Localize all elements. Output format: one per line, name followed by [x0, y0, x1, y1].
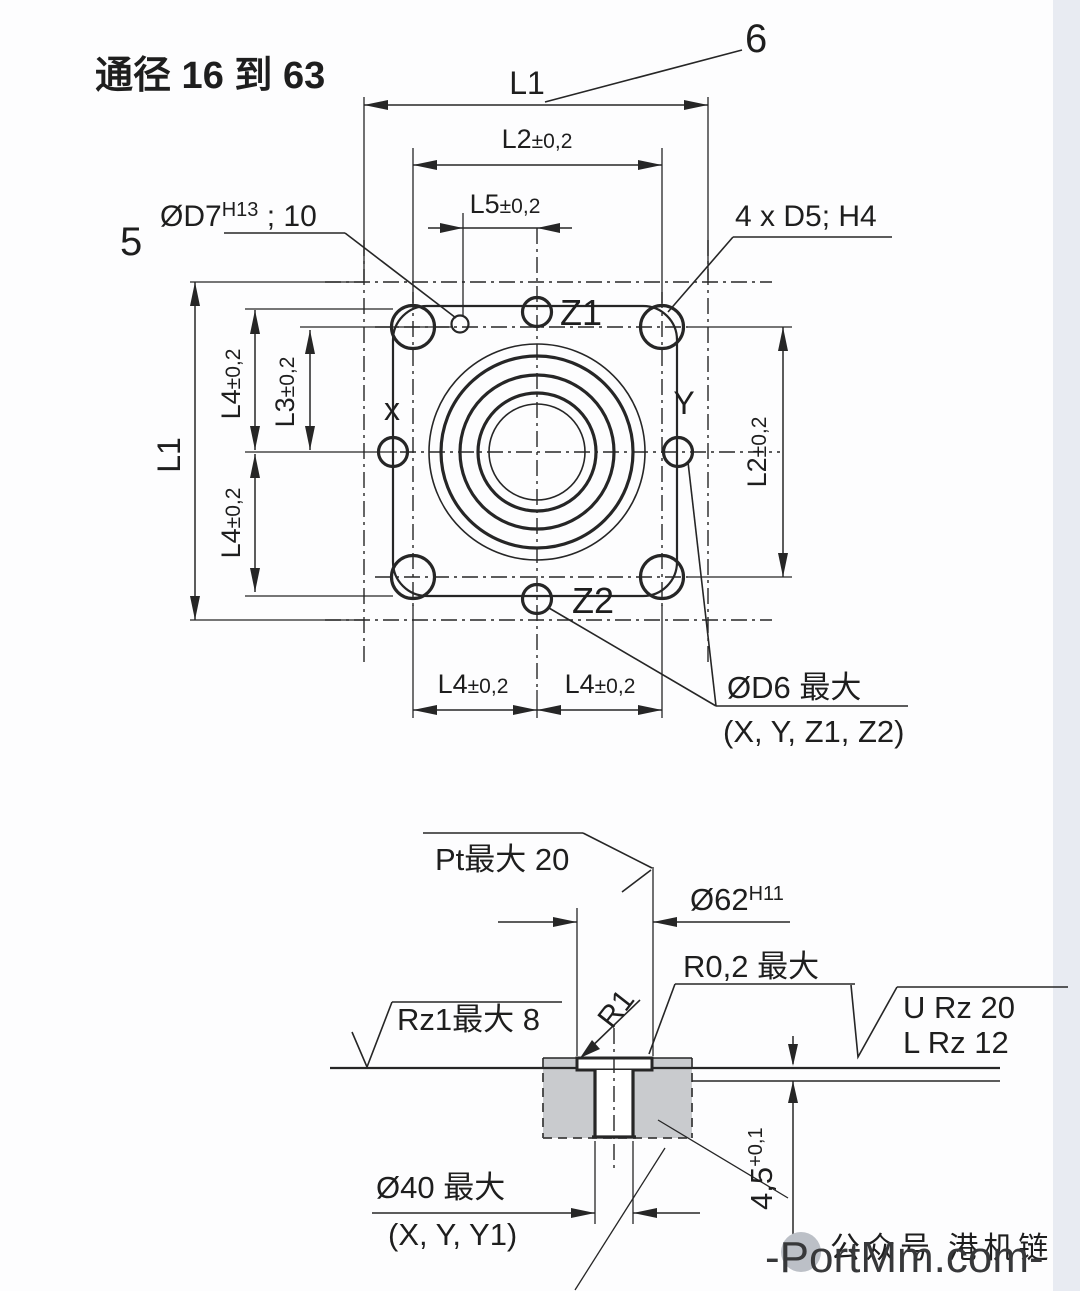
d5-callout-label: 4 x D5; H4 — [735, 200, 877, 233]
dim-l4-bottom-right-label: L4±0,2 — [565, 669, 636, 699]
depth-dim-label: 4,5+0,1 — [744, 1127, 779, 1210]
rz1-callout-label: Rz1最大 8 — [397, 1002, 540, 1037]
dim-l1-top-label: L1 — [509, 65, 545, 101]
pt-callout-label: Pt最大 20 — [435, 842, 569, 877]
section-view-dimensions — [351, 832, 1068, 1240]
r1-label: R1 — [592, 984, 642, 1035]
l-rz-label: L Rz 12 — [903, 1025, 1009, 1060]
hole-z1-label: Z1 — [560, 292, 602, 333]
top-view-geometry — [325, 228, 780, 690]
d62-label: Ø62H11 — [690, 882, 784, 917]
dim-l4-lower-label: L4±0,2 — [216, 488, 246, 559]
item-callout-5: 5 — [120, 220, 142, 264]
page-title: 通径 16 到 63 — [95, 55, 325, 97]
item-callout-6: 6 — [745, 17, 767, 61]
d40-callout-line2: (X, Y, Y1) — [388, 1217, 517, 1252]
r02-callout-label: R0,2 最大 — [683, 949, 819, 984]
hole-y-label: Y — [673, 385, 694, 421]
u-rz-label: U Rz 20 — [903, 990, 1015, 1025]
dim-l2-top-label: L2±0,2 — [502, 124, 573, 154]
dim-l4-upper-label: L4±0,2 — [216, 349, 246, 420]
dim-l2-right-label: L2±0,2 — [742, 417, 772, 488]
d6-callout-line2: (X, Y, Z1, Z2) — [723, 714, 904, 749]
watermark-site-text: -PortMm.com- — [765, 1233, 1044, 1282]
page-gutter-band — [1053, 0, 1080, 1291]
watermark: 公众号 港机链 -PortMm.com- — [765, 1232, 1053, 1282]
d6-callout-line1: ØD6 最大 — [727, 670, 861, 705]
d7-callout-label: ØD7H13 ; 10 — [160, 199, 317, 233]
top-view-dimensions — [190, 49, 908, 718]
section-view-geometry — [330, 1028, 1000, 1291]
dim-l3-label: L3±0,2 — [270, 357, 300, 428]
watermark-faint-text: 公众号 港机链 — [830, 1232, 1053, 1265]
dim-l4-bottom-left-label: L4±0,2 — [438, 669, 509, 699]
dim-l5-label: L5±0,2 — [470, 189, 541, 219]
watermark-logo-icon — [781, 1232, 821, 1272]
hole-x-label: x — [384, 391, 400, 427]
dim-l1-left-label: L1 — [151, 437, 187, 473]
d40-callout-line1: Ø40 最大 — [376, 1170, 505, 1205]
hole-z2-label: Z2 — [572, 580, 614, 621]
